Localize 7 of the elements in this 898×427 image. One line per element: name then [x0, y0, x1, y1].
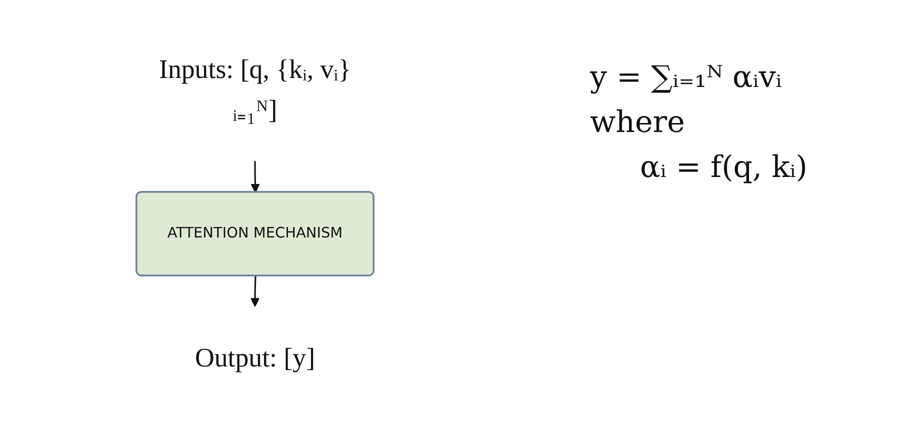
formula-text: y = ∑ᵢ₌₁ᴺ αᵢvᵢ [590, 60, 783, 95]
node-text: Output: [y] [194, 342, 316, 373]
note-text: where [590, 105, 686, 140]
arrow [250, 276, 260, 307]
arrow [250, 160, 260, 193]
node-text: Inputs: [q, {kᵢ, vᵢ}ᵢ₌₁ᴺ] [158, 54, 351, 125]
formula-text: αᵢ = f(q, kᵢ) [640, 150, 808, 185]
